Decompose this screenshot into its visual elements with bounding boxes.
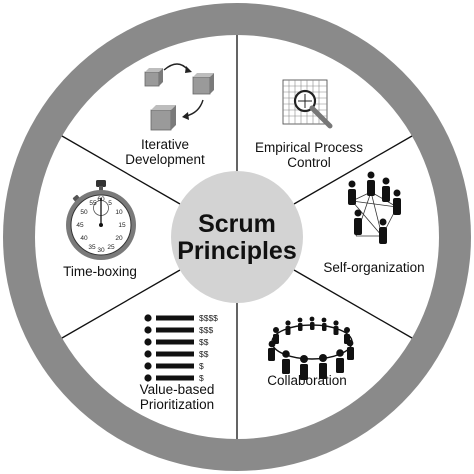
center-title-line2: Principles: [177, 237, 297, 265]
time-boxing-label: Time-boxing: [63, 264, 137, 279]
people-network-icon: [348, 171, 401, 244]
dial-5: 5: [108, 200, 112, 207]
priority-list-icon: $$$$ $$$ $$ $$ $ $: [144, 313, 218, 383]
people-circle-icon: [268, 316, 354, 380]
empirical-process-control-label-line1: Empirical Process: [255, 140, 363, 155]
self-organization-label: Self-organization: [323, 260, 424, 275]
priority-mark-3: $$: [199, 337, 209, 347]
dial-15: 15: [118, 222, 126, 229]
center-circle: [171, 171, 303, 303]
dial-35: 35: [88, 244, 96, 251]
collaboration-label: Collaboration: [267, 373, 347, 388]
stopwatch-icon: 55 60 5 50 10 45 15 40 20 35 30 25: [66, 180, 136, 260]
dial-20: 20: [115, 235, 123, 242]
divider-lower-right: [293, 269, 413, 339]
center-title-line1: Scrum: [198, 210, 276, 238]
dial-40: 40: [80, 235, 88, 242]
dial-25: 25: [107, 244, 115, 251]
priority-mark-6: $: [199, 373, 204, 383]
dial-55: 55: [89, 200, 97, 207]
dial-50: 50: [80, 209, 88, 216]
cubes-cycle-icon: [144, 63, 214, 131]
empirical-process-control-label-line2: Control: [287, 155, 331, 170]
priority-mark-2: $$$: [199, 325, 213, 335]
priority-mark-4: $$: [199, 349, 209, 359]
dial-45: 45: [76, 222, 84, 229]
dial-60: 60: [97, 196, 105, 203]
priority-mark-5: $: [199, 361, 204, 371]
divider-upper-right: [293, 135, 413, 205]
divider-lower-left: [61, 269, 181, 339]
dial-10: 10: [115, 209, 123, 216]
dial-30: 30: [97, 247, 105, 254]
segment-dividers: [61, 35, 413, 439]
magnifier-grid-icon: [282, 79, 333, 129]
divider-upper-left: [61, 135, 181, 205]
value-based-prioritization-label-line1: Value-based: [140, 382, 215, 397]
priority-mark-1: $$$$: [199, 313, 218, 323]
value-based-prioritization-label-line2: Prioritization: [140, 397, 214, 412]
iterative-development-label-line1: Iterative: [141, 137, 189, 152]
iterative-development-label-line2: Development: [125, 152, 205, 167]
